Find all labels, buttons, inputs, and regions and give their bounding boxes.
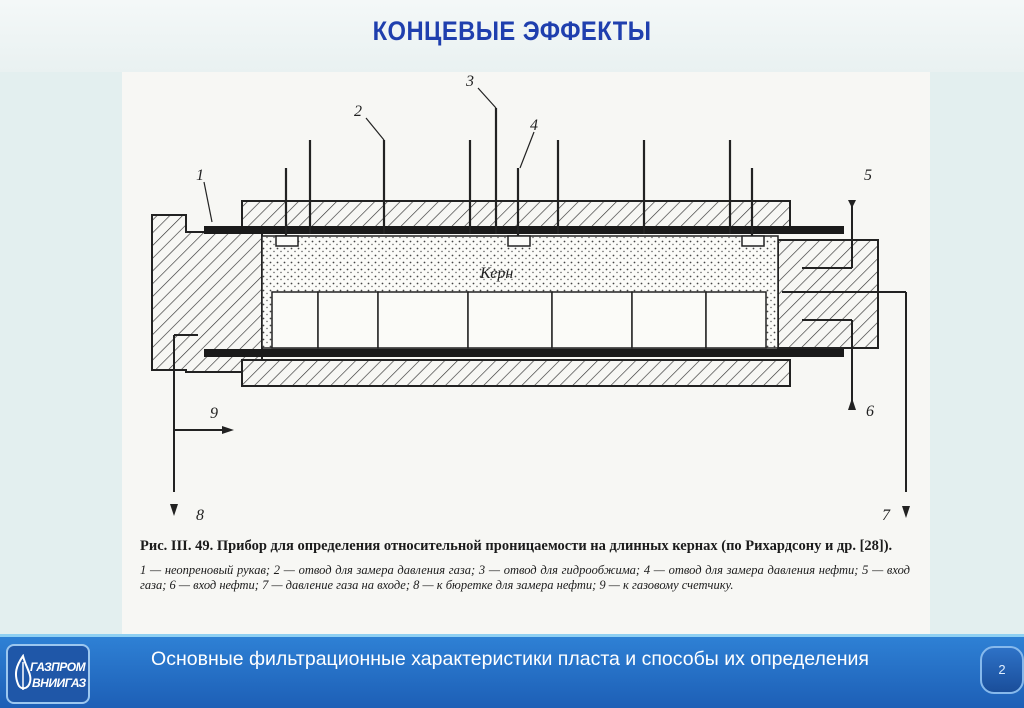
right-end-cap xyxy=(777,239,879,349)
logo-text-line1: ГАЗПРОМ xyxy=(30,660,86,674)
callout-8: 8 xyxy=(196,507,204,524)
bottom-sleeve xyxy=(241,359,791,387)
left-side-panel xyxy=(0,72,122,634)
apparatus-figure: Керн xyxy=(122,72,930,634)
top-sleeve xyxy=(241,200,791,228)
caption-legend: 1 — неопреновый рукав; 2 — отвод для зам… xyxy=(140,563,910,592)
apparatus-drawing: Керн xyxy=(151,73,910,524)
callout-5: 5 xyxy=(864,167,872,184)
caption-main: Рис. III. 49. Прибор для определения отн… xyxy=(140,538,893,554)
footer-subtitle: Основные фильтрационные характеристики п… xyxy=(151,648,869,670)
core-label: Керн xyxy=(479,265,513,282)
flame-icon xyxy=(14,654,32,690)
callout-7: 7 xyxy=(882,507,891,524)
gazprom-vniigaz-logo: ГАЗПРОМ ВНИИГАЗ xyxy=(6,644,90,704)
callout-6: 6 xyxy=(866,403,874,420)
callout-3: 3 xyxy=(465,73,474,90)
callout-9: 9 xyxy=(210,405,218,422)
callout-2: 2 xyxy=(354,103,362,120)
page-number-badge: 2 xyxy=(980,646,1024,694)
slide-title: КОНЦЕВЫЕ ЭФФЕКТЫ xyxy=(372,16,652,46)
footer-bar: ГАЗПРОМ ВНИИГАЗ Основные фильтрационные … xyxy=(0,634,1024,708)
right-side-panel xyxy=(930,72,1024,634)
figure-caption: Рис. III. 49. Прибор для определения отн… xyxy=(140,538,910,592)
title-band xyxy=(0,0,1024,72)
footer-divider xyxy=(0,634,1024,637)
logo-text-line2: ВНИИГАЗ xyxy=(32,676,86,690)
callout-1: 1 xyxy=(196,167,204,184)
left-end-cap xyxy=(151,214,263,373)
callout-4: 4 xyxy=(530,117,538,134)
